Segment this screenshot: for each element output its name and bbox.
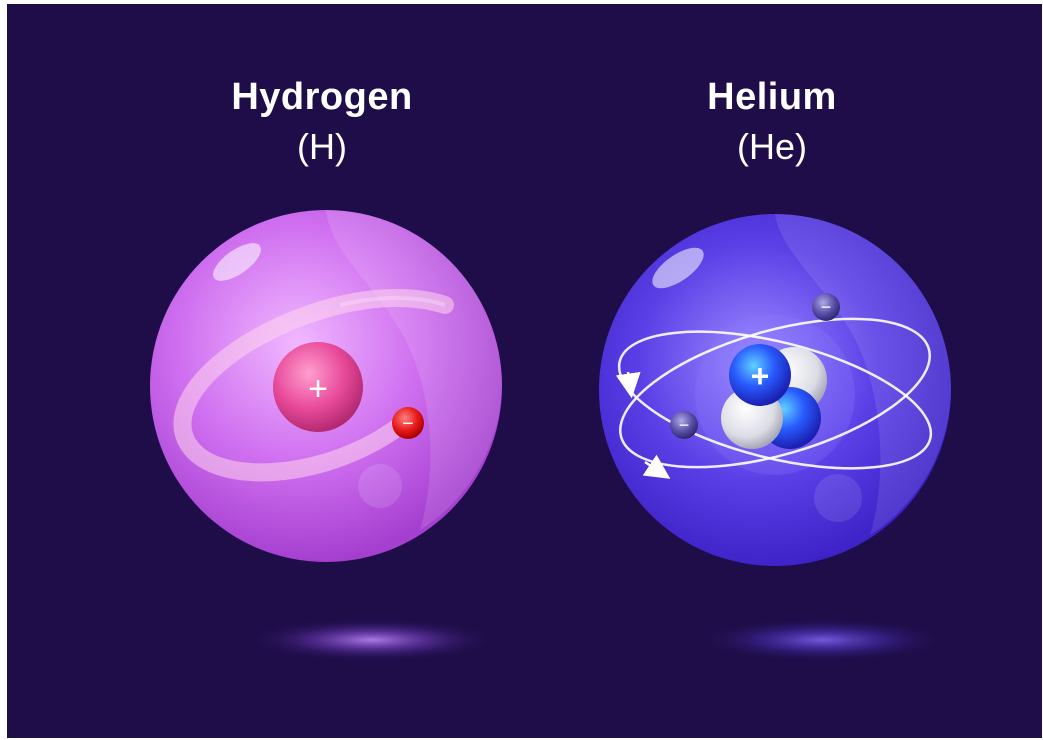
helium-floor-shadow bbox=[698, 618, 948, 662]
helium-orbit-2 bbox=[617, 330, 933, 470]
hydrogen-electron-sign: − bbox=[402, 413, 414, 435]
hydrogen-atom: + − bbox=[150, 210, 502, 562]
hydrogen-electron bbox=[392, 407, 424, 439]
hydrogen-proton bbox=[273, 342, 363, 432]
hydrogen-title: Hydrogen bbox=[231, 76, 413, 118]
hydrogen-symbol: (H) bbox=[297, 126, 347, 167]
helium-proton-sign: + bbox=[751, 358, 770, 394]
helium-electron-1-sign: − bbox=[821, 297, 832, 317]
helium-electron-2 bbox=[670, 411, 698, 439]
helium-symbol: (He) bbox=[737, 126, 807, 167]
hydrogen-proton-sign: + bbox=[308, 370, 328, 408]
helium-atom: + − − bbox=[599, 214, 951, 566]
helium-proton-1 bbox=[729, 344, 791, 406]
helium-title: Helium bbox=[707, 76, 837, 118]
helium-electron-2-sign: − bbox=[679, 415, 690, 435]
hydrogen-floor-shadow bbox=[247, 618, 497, 662]
hydrogen-orbit bbox=[173, 288, 454, 482]
helium-orbit-1 bbox=[619, 317, 931, 469]
helium-electron-1 bbox=[812, 293, 840, 321]
